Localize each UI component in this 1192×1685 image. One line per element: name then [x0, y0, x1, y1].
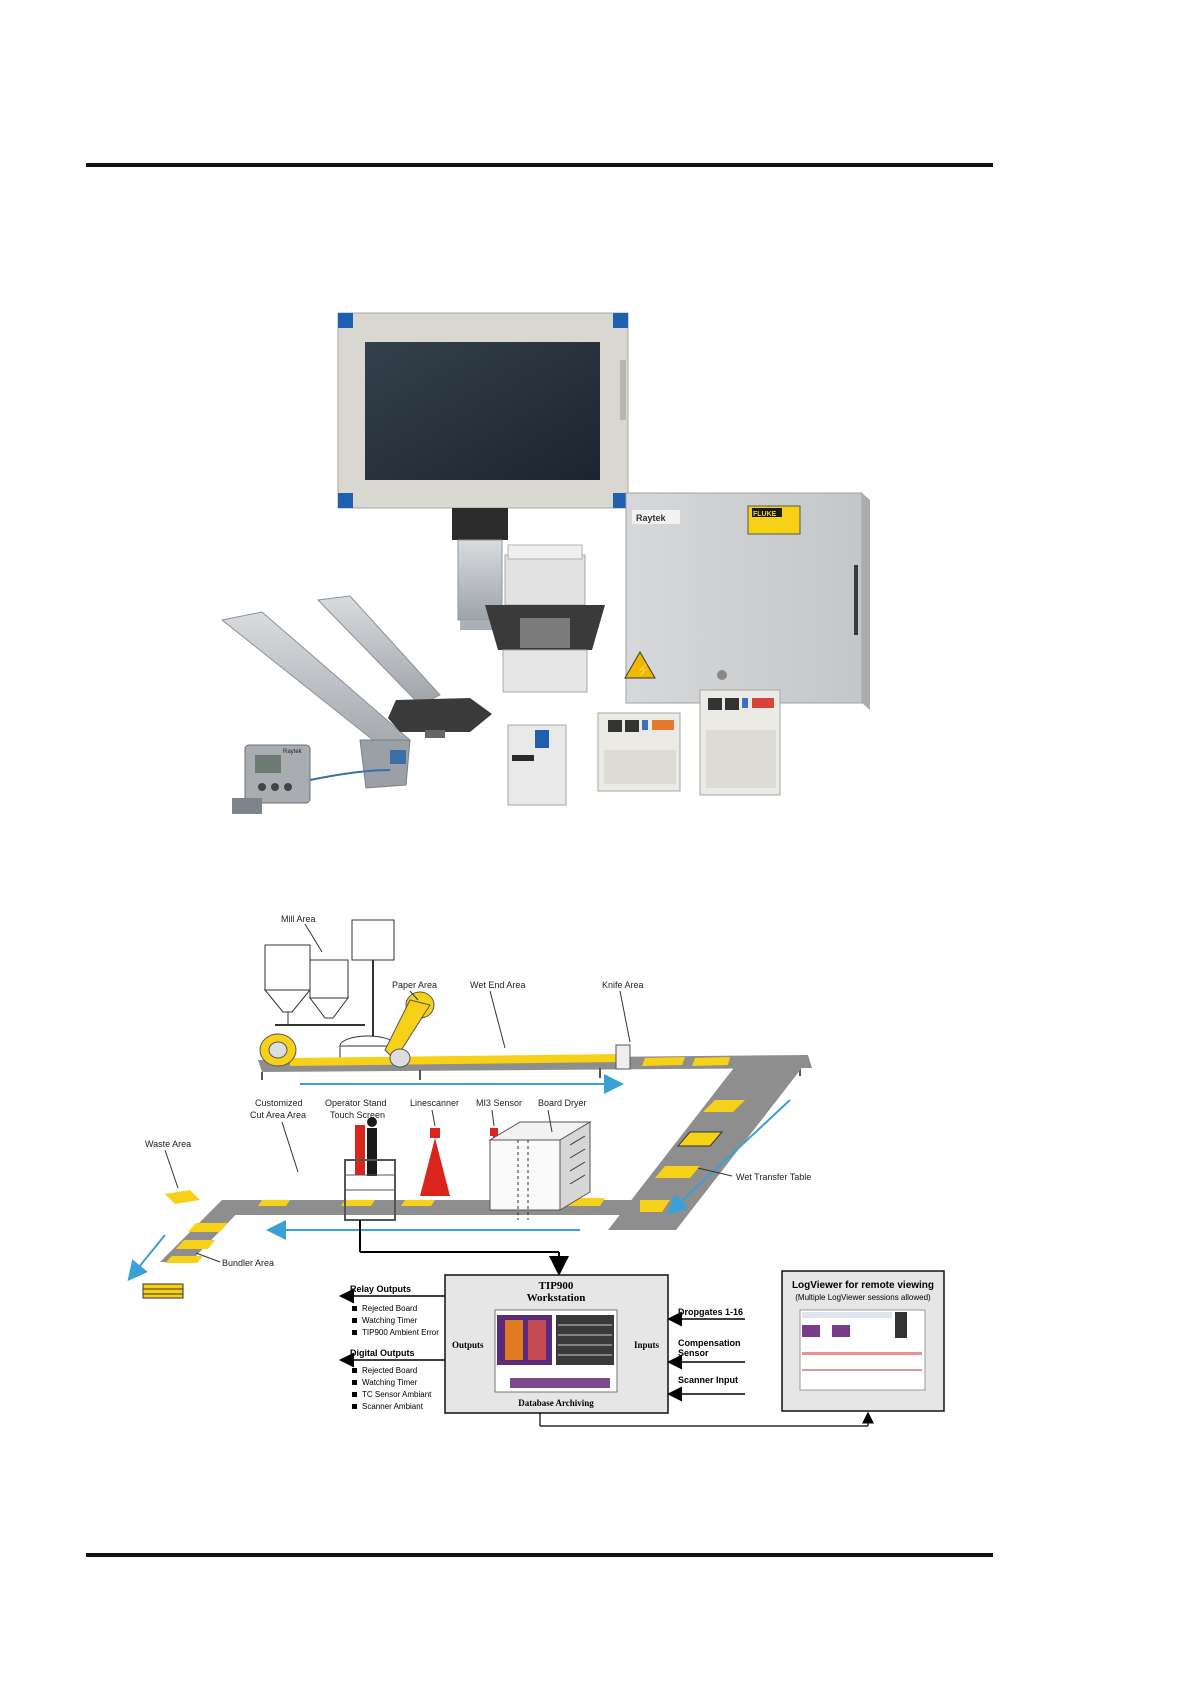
waste-area-label: Waste Area: [145, 1139, 191, 1149]
svg-text:⚡: ⚡: [636, 663, 651, 677]
wet-end-area-label: Wet End Area: [470, 980, 525, 990]
hazard-icon: [624, 650, 656, 679]
digital-output-item: TC Sensor Ambiant: [362, 1390, 432, 1399]
fluke-label: FLUKE: [753, 511, 777, 518]
area-labels: Mill Area Paper Area Wet End Area Knife …: [145, 914, 811, 1268]
customized-label-line2: Cut Area Area: [250, 1110, 306, 1120]
wet-transfer-label: Wet Transfer Table: [736, 1172, 811, 1182]
digital-outputs-title: Digital Outputs: [350, 1348, 415, 1358]
digital-outputs: Digital Outputs Rejected Board Watching …: [339, 1348, 445, 1411]
compensation-input-label-line1: Compensation: [678, 1338, 741, 1348]
process-diagram: Mill Area Paper Area Wet End Area Knife …: [127, 914, 945, 1427]
panel-brand-label: Raytek: [636, 513, 667, 523]
workstation-inputs-label: Inputs: [634, 1340, 660, 1350]
product-photo: Raytek FLUKE ⚡: [220, 312, 870, 814]
digital-output-item: Rejected Board: [362, 1366, 417, 1375]
operator-stand: [344, 1117, 396, 1221]
mi3-sensor-label: MI3 Sensor: [476, 1098, 522, 1108]
logviewer-title: LogViewer for remote viewing: [792, 1280, 934, 1291]
relay-output-item: Rejected Board: [362, 1304, 417, 1313]
io-module-left: [597, 712, 681, 792]
workstation-feed-line: [359, 1220, 569, 1276]
operator-stand-label-line1: Operator Stand: [325, 1098, 387, 1108]
knife-area-label: Knife Area: [602, 980, 644, 990]
control-panel-box: Raytek FLUKE ⚡: [624, 492, 870, 710]
logviewer-subtitle: (Multiple LogViewer sessions allowed): [795, 1293, 931, 1302]
workstation-screen-thumbnail: [494, 1309, 618, 1393]
power-supply: [507, 724, 567, 806]
dropgates-input-label: Dropgates 1-16: [678, 1307, 743, 1317]
mounting-arm-right: [316, 595, 492, 738]
compensation-input-label-line2: Sensor: [678, 1348, 709, 1358]
wet-end-conveyor: [258, 991, 812, 1094]
digital-output-item: Scanner Ambiant: [362, 1402, 424, 1411]
mill-area-label: Mill Area: [281, 914, 316, 924]
tip900-workstation: TIP900 Workstation Outputs Inputs Databa…: [444, 1274, 669, 1414]
touch-screen-monitor: [337, 312, 629, 509]
bottom-rule: [86, 1553, 993, 1557]
workstation-title: TIP900: [539, 1280, 574, 1292]
bundler-area-label: Bundler Area: [222, 1258, 274, 1268]
customized-label-line1: Customized: [255, 1098, 303, 1108]
database-archiving-label: Database Archiving: [518, 1398, 594, 1408]
linescanner-beam: [420, 1128, 450, 1196]
paper-area-label: Paper Area: [392, 980, 437, 990]
top-rule: [86, 163, 993, 167]
board-dryer-label: Board Dryer: [538, 1098, 587, 1108]
archiving-link: [539, 1411, 874, 1427]
operator-stand-label-line2: Touch Screen: [330, 1110, 385, 1120]
relay-outputs-title: Relay Outputs: [350, 1284, 411, 1294]
workstation-outputs-label: Outputs: [452, 1340, 484, 1350]
workstation-subtitle: Workstation: [527, 1292, 586, 1304]
relay-outputs: Relay Outputs Rejected Board Watching Ti…: [339, 1284, 445, 1337]
logviewer-screen-thumbnail: [799, 1309, 926, 1391]
workstation-inputs: Dropgates 1-16 Compensation Sensor Scann…: [667, 1307, 745, 1402]
io-module-right: [699, 670, 781, 796]
digital-output-item: Watching Timer: [362, 1378, 418, 1387]
scanner-input-label: Scanner Input: [678, 1375, 738, 1385]
linescanner-label: Linescanner: [410, 1098, 459, 1108]
logviewer-panel: LogViewer for remote viewing (Multiple L…: [781, 1270, 945, 1412]
sensor-brand-label: Raytek: [283, 749, 303, 755]
mill-silos: [263, 919, 397, 1067]
relay-output-item: Watching Timer: [362, 1316, 418, 1325]
mounting-arm-left: [220, 611, 411, 789]
board-dryer: [488, 1121, 592, 1220]
relay-output-item: TIP900 Ambient Error: [362, 1328, 439, 1337]
mi3-sensor-device: Raytek: [232, 744, 391, 814]
linescanner-device: [485, 544, 605, 693]
